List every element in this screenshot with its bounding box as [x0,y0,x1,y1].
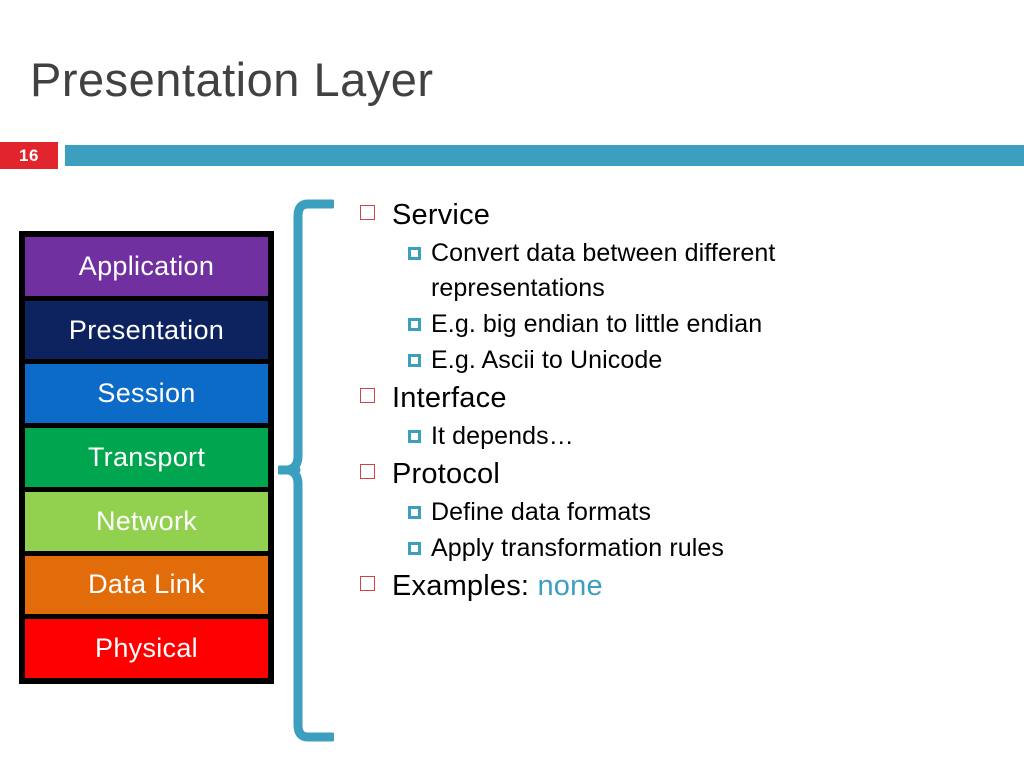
sub-bullet-label: Convert data between different represent… [431,239,776,302]
osi-layer-data-link[interactable]: Data Link [25,555,268,615]
osi-layer-label: Application [78,250,215,281]
square-filled-bullet-icon [408,542,421,555]
sub-bullet-label: E.g. Ascii to Unicode [431,346,663,374]
square-outline-bullet-icon [360,205,375,220]
sub-bullet-label: Apply transformation rules [431,534,725,562]
bullet-label-text: Examples: [392,570,538,602]
square-filled-bullet-icon [408,506,421,519]
bullet-label: Protocol [392,455,500,493]
sub-bullet-item[interactable]: Convert data between different represent… [408,236,1010,306]
osi-layer-label: Presentation [68,314,225,345]
sub-bullet-label: E.g. big endian to little endian [431,310,763,338]
osi-layer-label: Session [97,378,196,409]
header-divider-bar [65,145,1024,166]
sub-bullet-item[interactable]: It depends… [408,419,1010,454]
osi-layer-label: Data Link [88,569,205,600]
square-outline-bullet-icon [360,464,375,479]
osi-layer-physical[interactable]: Physical [25,619,268,679]
square-filled-bullet-icon [408,354,421,367]
square-filled-bullet-icon [408,318,421,331]
sub-bullet-group: It depends… [408,419,1010,454]
bullet-item-interface[interactable]: Interface [360,379,1010,417]
osi-layer-label: Network [95,505,198,536]
square-filled-bullet-icon [408,247,421,260]
sub-bullet-item[interactable]: Apply transformation rules [408,531,1010,566]
square-filled-bullet-icon [408,430,421,443]
bullet-label-text: Protocol [392,458,500,490]
bullet-item-service[interactable]: Service [360,196,1010,234]
osi-layer-network[interactable]: Network [25,491,268,551]
osi-layer-label: Transport [87,442,206,473]
brace-connector-icon [278,199,334,742]
osi-layer-transport[interactable]: Transport [25,428,268,487]
bullet-label: Interface [392,379,507,417]
bullet-label: Service [392,196,490,234]
sub-bullet-label: It depends… [431,422,574,450]
sub-bullet-label: Define data formats [431,498,652,526]
square-outline-bullet-icon [360,576,375,591]
osi-layer-label: Physical [95,633,198,664]
osi-layer-session[interactable]: Session [25,364,268,424]
sub-bullet-item[interactable]: Define data formats [408,495,1010,530]
bullet-label: Examples: none [392,567,603,605]
sub-bullet-item[interactable]: E.g. big endian to little endian [408,307,1010,342]
osi-layer-application[interactable]: Application [25,237,268,296]
sub-bullet-group: Convert data between different represent… [408,236,1010,378]
bullet-label-text: Service [392,199,491,231]
sub-bullet-item[interactable]: E.g. Ascii to Unicode [408,343,1010,378]
slide-number-badge: 16 [0,142,58,169]
osi-layer-presentation[interactable]: Presentation [25,300,268,360]
bullet-item-examples[interactable]: Examples: none [360,567,1010,605]
bullet-accent-value: none [537,570,603,602]
bullet-item-protocol[interactable]: Protocol [360,455,1010,493]
bullet-label-text: Interface [392,382,507,414]
square-outline-bullet-icon [360,388,375,403]
page-title: Presentation Layer [30,53,434,106]
